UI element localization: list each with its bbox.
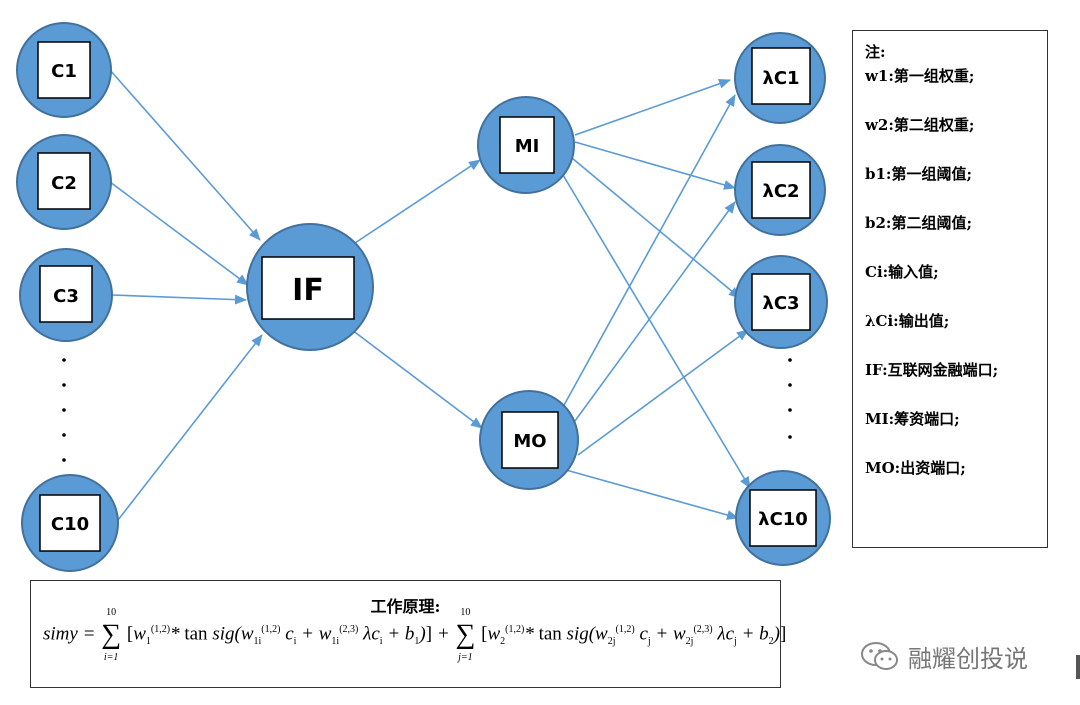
- node-c1: C1: [16, 22, 112, 118]
- node-mo-label: MO: [513, 431, 546, 452]
- edge-c3-if: [111, 294, 247, 305]
- edge-mo-lc1: [562, 94, 736, 408]
- edge-mark: [1076, 655, 1080, 679]
- node-if-label: IF: [292, 273, 324, 308]
- legend-title: 注:: [865, 43, 886, 61]
- node-c10-label: C10: [51, 514, 89, 535]
- node-if: IF: [246, 223, 374, 351]
- legend-item-b2: b2:第二组阈值;: [865, 214, 973, 232]
- ellipsis-dots-left: [62, 358, 66, 462]
- formula-box: 工作原理: simy = 10∑i=1 [w1(1,2)* tan sig(w1…: [30, 580, 786, 688]
- node-mi: MI: [477, 96, 575, 194]
- node-c3-label: C3: [53, 286, 79, 307]
- legend-item-if: IF:互联网金融端口;: [865, 361, 999, 379]
- node-lc1-label: λC1: [762, 68, 799, 89]
- edge-c1-if: [109, 69, 261, 241]
- edge-c2-if: [109, 181, 249, 286]
- watermark-text: 融耀创投说: [908, 644, 1028, 673]
- node-lc2: λC2: [734, 144, 826, 236]
- edge-mi-lc10: [562, 174, 751, 489]
- legend-item-ci: Ci:输入值;: [865, 263, 939, 281]
- edge-if-mi: [351, 159, 481, 246]
- node-lc3-label: λC3: [762, 293, 799, 314]
- node-c1-label: C1: [51, 61, 77, 82]
- wechat-icon: [861, 642, 898, 670]
- node-lc10-label: λC10: [758, 509, 808, 530]
- formula-lhs: simy: [43, 623, 78, 645]
- node-lc1: λC1: [734, 32, 826, 124]
- edge-if-mo: [351, 329, 483, 429]
- legend-item-mo: MO:出资端口;: [865, 459, 966, 477]
- legend-item-w2: w2:第二组权重;: [865, 116, 975, 134]
- legend-item-mi: MI:筹资端口;: [865, 410, 960, 428]
- legend-item-b1: b1:第一组阈值;: [865, 165, 973, 183]
- edge-mi-lc3: [571, 157, 741, 299]
- sum-symbol-2: 10∑j=1: [455, 607, 476, 663]
- node-c3: C3: [19, 248, 113, 342]
- edge-mo-lc2: [571, 201, 736, 426]
- formula-expression: simy = 10∑i=1 [w1(1,2)* tan sig(w1i(1,2)…: [43, 607, 787, 663]
- formula-title: 工作原理:: [370, 597, 441, 616]
- edge-mo-lc10: [565, 469, 739, 520]
- legend-box: 注: w1:第一组权重; w2:第二组权重; b1:第一组阈值; b2:第二组阈…: [852, 30, 1048, 548]
- node-mo: MO: [479, 390, 579, 490]
- node-mi-label: MI: [515, 136, 540, 157]
- node-lc3: λC3: [734, 255, 828, 349]
- edge-mi-lc2: [574, 141, 736, 190]
- watermark: 融耀创投说: [860, 636, 1028, 676]
- legend-item-lci: λCi:输出值;: [865, 312, 950, 330]
- node-c2: C2: [16, 134, 112, 230]
- node-lc2-label: λC2: [762, 181, 799, 202]
- legend-item-w1: w1:第一组权重;: [865, 67, 975, 85]
- sum-symbol-1: 10∑i=1: [101, 607, 122, 663]
- node-c2-label: C2: [51, 173, 77, 194]
- edges: [109, 69, 751, 521]
- ellipsis-dots-right: [788, 358, 792, 439]
- edge-c10-if: [117, 334, 263, 521]
- edge-mo-lc3: [577, 329, 749, 456]
- node-c10: C10: [21, 474, 119, 572]
- edge-mi-lc1: [574, 78, 731, 136]
- node-lc10: λC10: [735, 470, 831, 566]
